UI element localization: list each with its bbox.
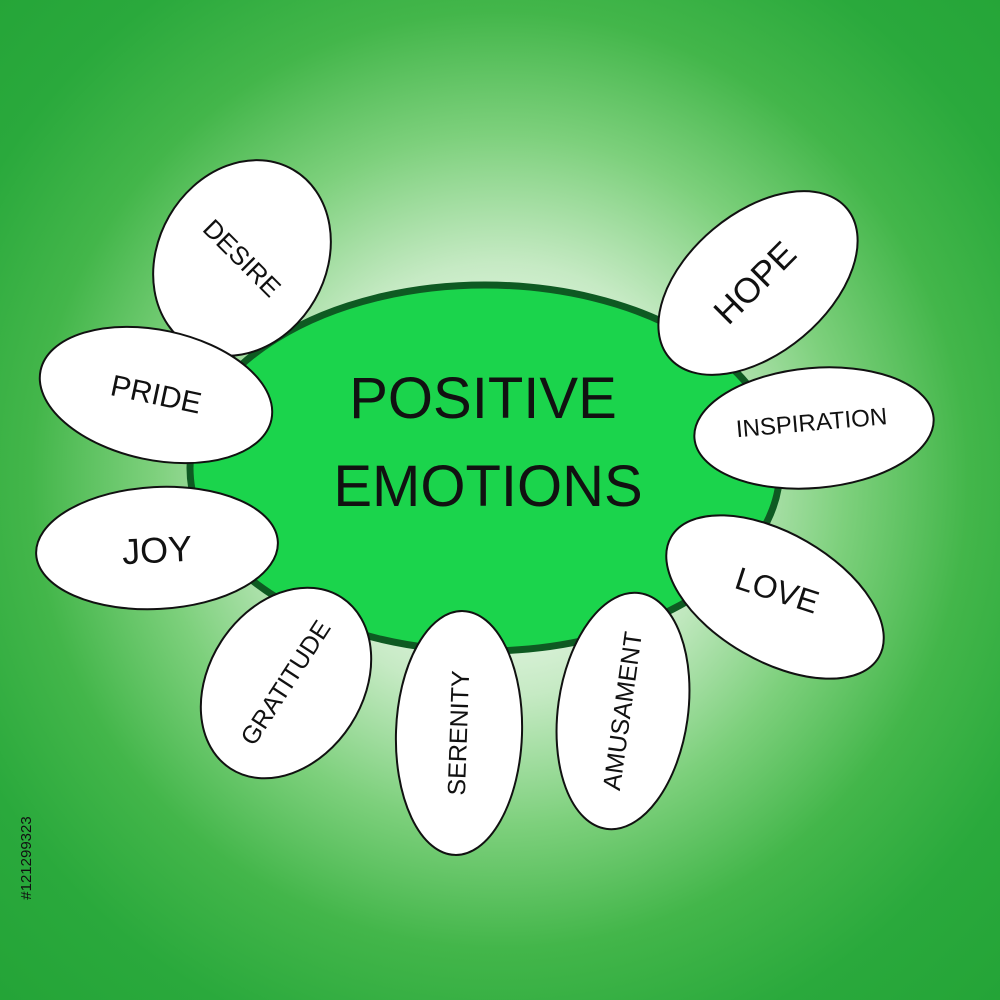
petal-pride: PRIDE (38, 325, 274, 465)
petal-ellipse (665, 514, 885, 680)
petal-ellipse (394, 610, 524, 856)
petal-label: SERENITY (443, 670, 475, 796)
center-title-line2: EMOTIONS (333, 454, 642, 519)
petal-ellipse (38, 325, 274, 465)
petal-joy: JOY (35, 485, 279, 611)
petal-ellipse (199, 586, 373, 780)
petal-gratitude: GRATITUDE (199, 586, 373, 780)
petal-ellipse (657, 190, 859, 376)
petal-serenity: SERENITY (394, 610, 524, 856)
petal-ellipse (35, 485, 279, 611)
petal-ellipse (555, 591, 691, 831)
petal-hope: HOPE (657, 190, 859, 376)
watermark-id: #121299323 (18, 816, 35, 899)
petal-ellipse (693, 366, 935, 490)
petal-desire: DESIRE (152, 159, 332, 357)
petal-label: JOY (121, 528, 193, 573)
petal-love: LOVE (665, 514, 885, 680)
petal-amusament: AMUSAMENT (555, 591, 691, 831)
petal-inspiration: INSPIRATION (693, 366, 935, 490)
center-title-line1: POSITIVE (349, 366, 617, 431)
